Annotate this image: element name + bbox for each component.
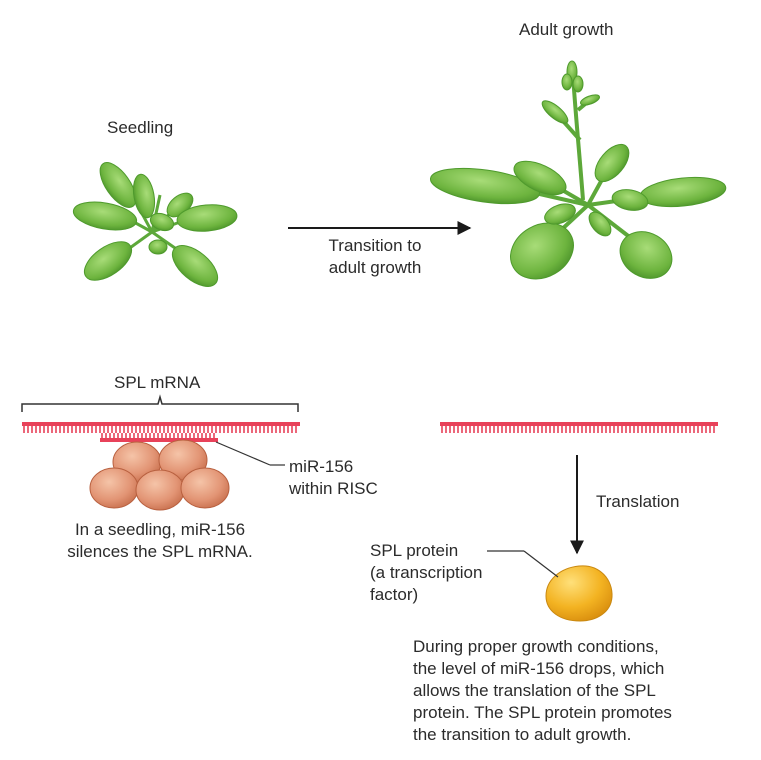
spl-protein	[545, 565, 613, 622]
seedling-plant	[72, 162, 238, 287]
adult-growth-caption-line-1: During proper growth conditions,	[413, 637, 659, 656]
mir-156-strand	[100, 433, 218, 442]
adult-plant	[429, 60, 727, 280]
seedling-label: Seedling	[107, 118, 174, 137]
adult-growth-caption-line-3: allows the translation of the SPL	[413, 681, 656, 700]
mir-156-pointer	[215, 441, 271, 466]
adult-growth-caption: During proper growth conditions, the lev…	[413, 636, 672, 746]
spl-mrna-strand-left	[22, 422, 300, 433]
translation-label: Translation	[596, 492, 680, 511]
spl-mrna-strand-right	[440, 422, 718, 433]
spl-mrna-label: SPL mRNA	[114, 373, 201, 392]
mir-156-label-line-1: miR-156	[289, 457, 354, 476]
spl-protein-label-line-1: SPL protein	[370, 541, 459, 560]
silencing-caption: In a seedling, miR-156 silences the SPL …	[40, 519, 280, 563]
mir-156-label: miR-156 within RISC	[289, 456, 378, 500]
transition-label: Transition to adult growth	[305, 235, 445, 279]
silencing-caption-line-1: In a seedling, miR-156	[74, 520, 246, 539]
silencing-caption-line-2: silences the SPL mRNA.	[67, 542, 253, 561]
adult-growth-caption-line-4: protein. The SPL protein promotes	[413, 703, 672, 722]
risc-complex	[89, 439, 230, 511]
transition-label-line-1: Transition to	[328, 236, 422, 255]
spl-protein-label: SPL protein (a transcription factor)	[370, 540, 482, 606]
spl-protein-label-line-2: (a transcription	[370, 563, 483, 582]
mir-156-label-line-2: within RISC	[289, 479, 378, 498]
spl-protein-label-line-3: factor)	[370, 585, 419, 604]
transition-label-line-2: adult growth	[328, 258, 422, 277]
adult-growth-caption-line-5: the transition to adult growth.	[413, 725, 632, 744]
mrna-bracket	[21, 394, 299, 412]
adult-growth-caption-line-2: the level of miR-156 drops, which	[413, 659, 665, 678]
adult-growth-label: Adult growth	[519, 20, 614, 39]
